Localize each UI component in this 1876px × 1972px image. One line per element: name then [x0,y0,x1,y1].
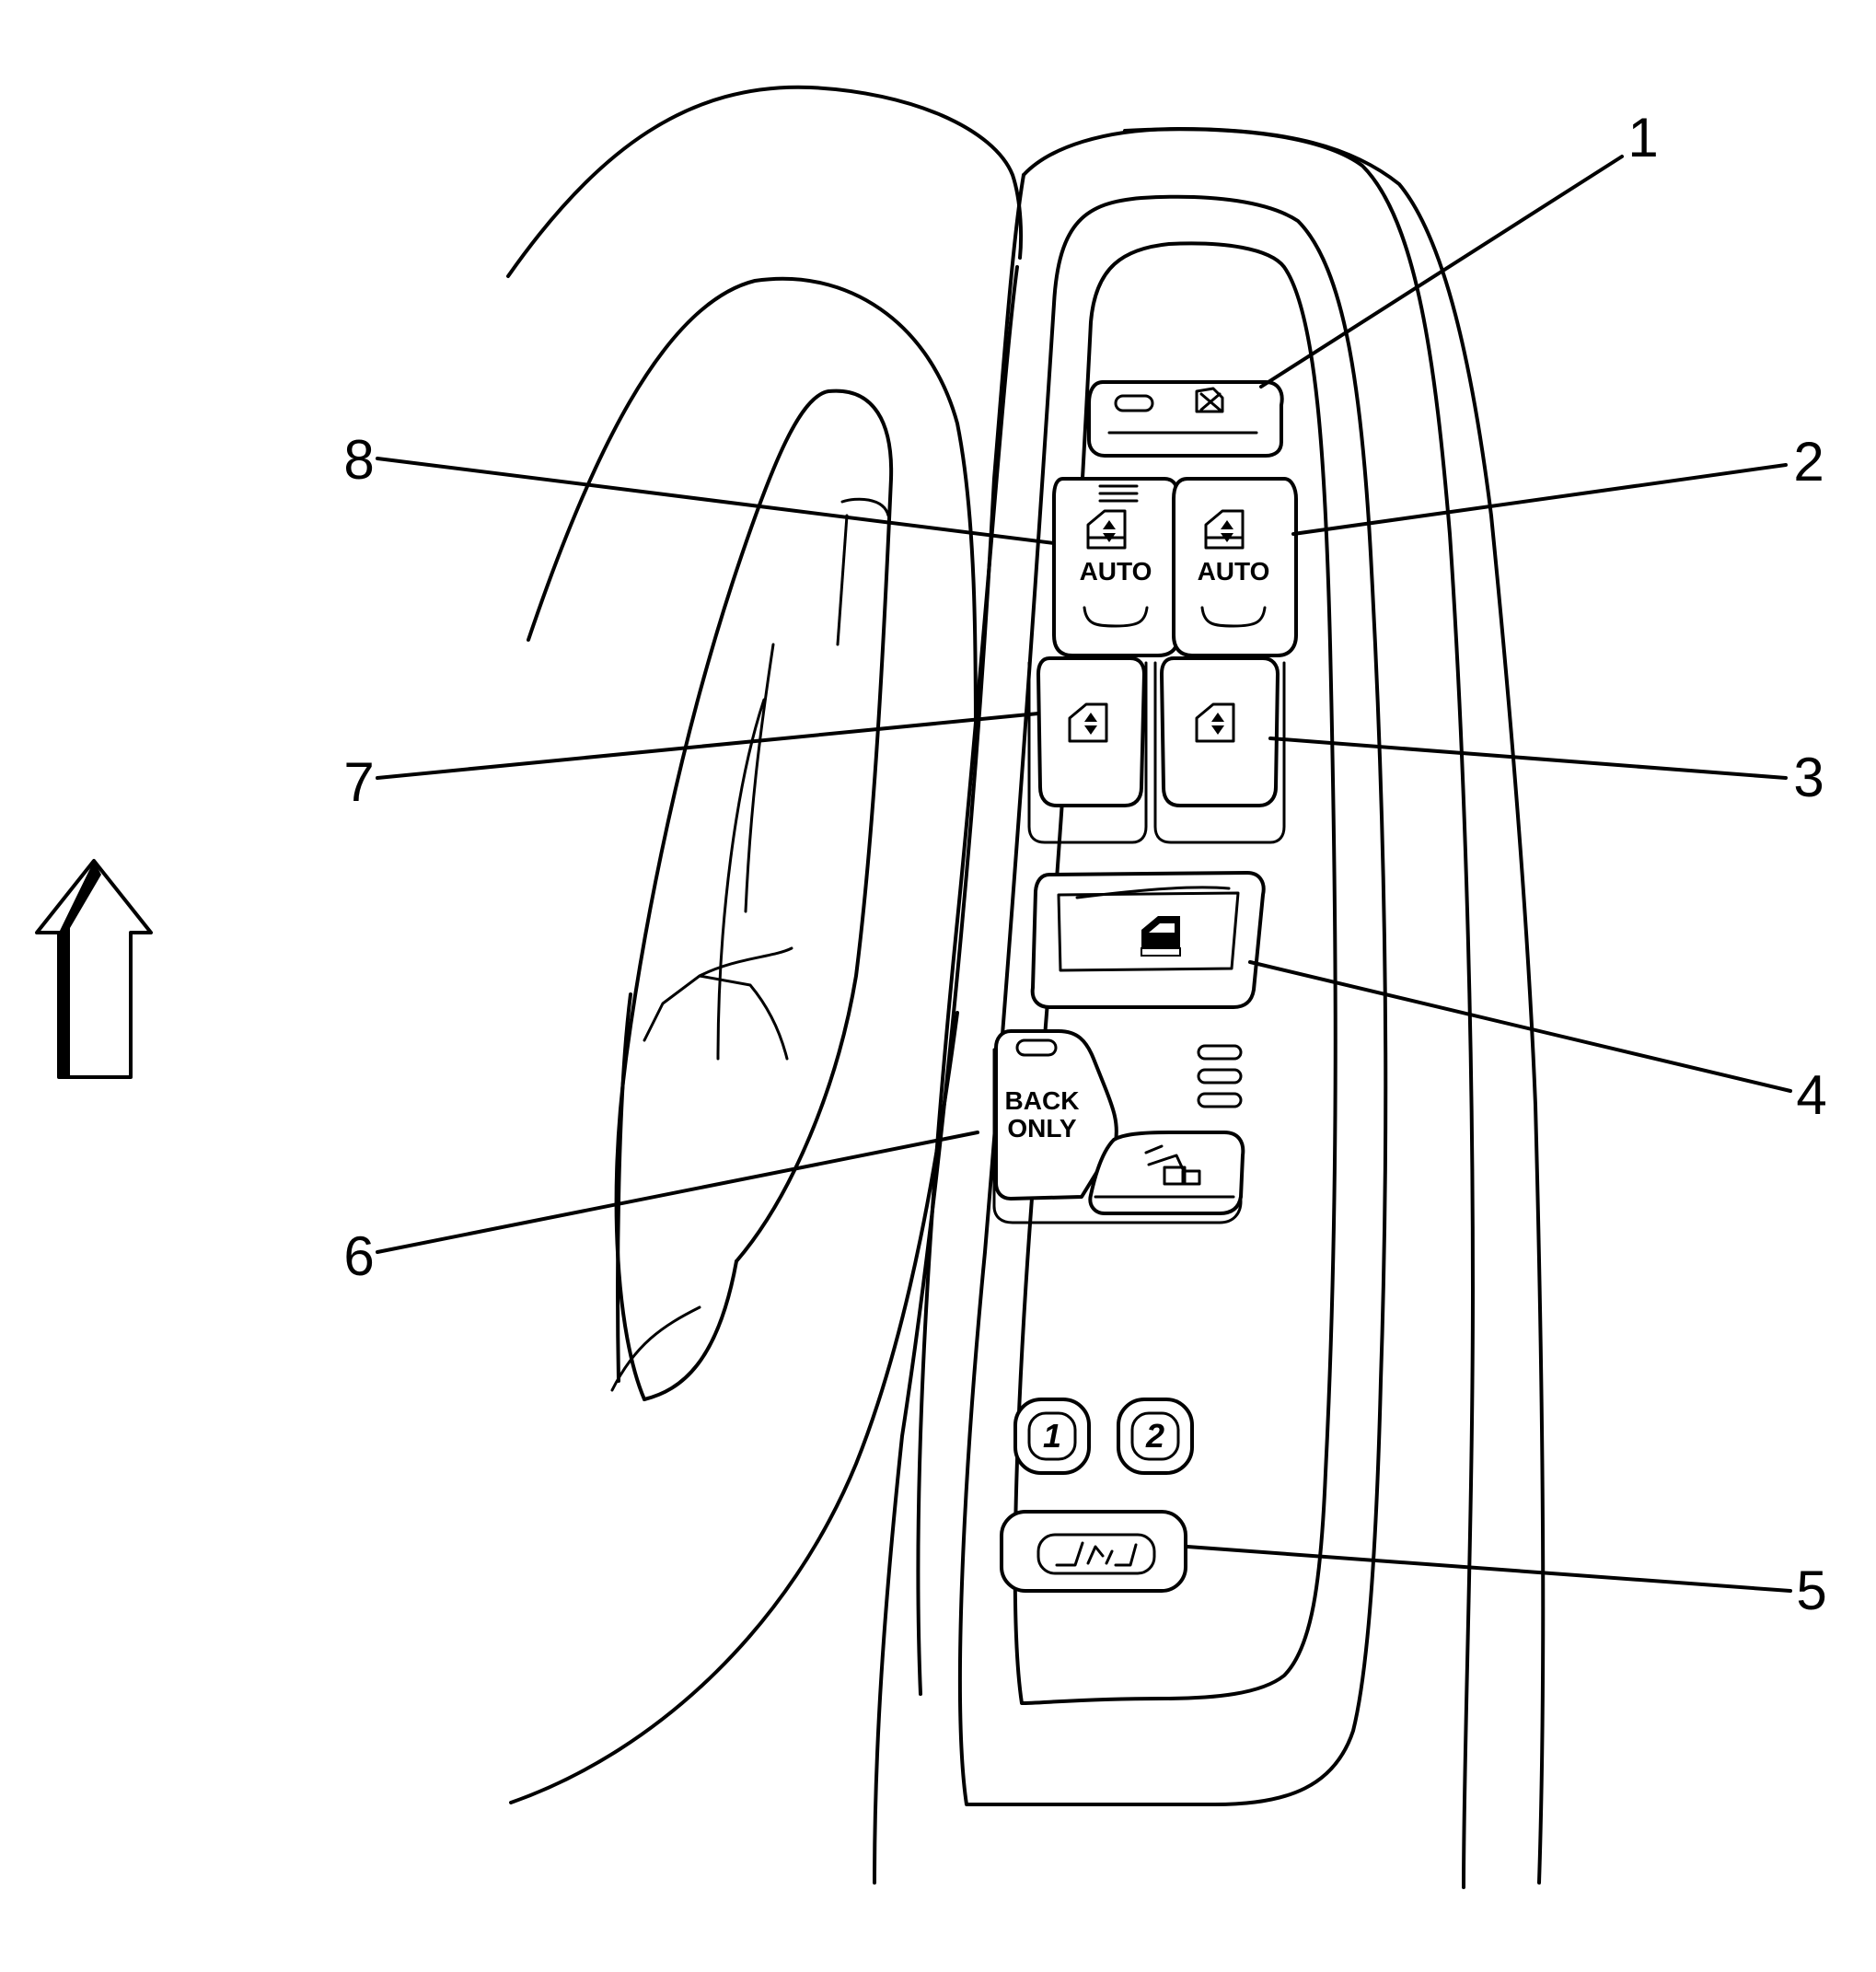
leader-7 [376,712,1040,780]
callout-numbers: 1 2 3 4 5 6 7 8 [343,107,1826,1621]
auto-label: AUTO [1198,557,1270,586]
heat-indicator-1 [1197,1044,1243,1061]
callout-2: 2 [1793,431,1824,493]
right-rear-window-switch[interactable] [1153,656,1286,844]
callout-5: 5 [1796,1560,1826,1621]
leader-5 [1186,1545,1792,1593]
auto-label: AUTO [1080,557,1152,586]
heated-mirror-switch[interactable] [1088,1131,1245,1215]
leader-3 [1268,737,1788,780]
window-switch-icon [1068,702,1108,743]
callout-3: 3 [1793,747,1824,808]
window-lockout-icon [1195,387,1224,413]
back-label: BACK [1005,1086,1080,1115]
leader-1 [1259,155,1624,389]
window-switch-icon [1195,702,1235,743]
leader-2 [1291,463,1788,536]
seat-memory-switch[interactable] [1000,1510,1187,1593]
memory-button-1[interactable]: 1 [1013,1398,1091,1475]
door-lock-icon [1141,916,1181,957]
window-lockout-switch[interactable] [1087,380,1284,458]
heat-indicator-3 [1197,1092,1243,1108]
callout-8: 8 [343,429,374,491]
door-lock-switch[interactable] [1030,871,1266,1009]
driver-window-switch[interactable]: AUTO [1052,477,1180,657]
callout-4: 4 [1796,1064,1826,1126]
heat-indicator-2 [1197,1068,1243,1085]
leader-6 [376,1131,979,1254]
callout-6: 6 [343,1225,374,1287]
only-label: ONLY [1007,1114,1077,1143]
forward-arrow-icon [35,859,153,1079]
leader-lines [376,155,1792,1593]
lockout-indicator-led [1114,394,1154,412]
door-trim-outline [506,85,1024,1804]
memory-1-label: 1 [1043,1417,1061,1455]
mirror-indicator-led [1015,1038,1058,1057]
mirror-icon [1144,1144,1201,1186]
leader-4 [1248,960,1792,1093]
seat-icon [1055,1541,1138,1567]
callout-1: 1 [1627,107,1658,168]
callout-7: 7 [343,751,374,813]
left-rear-window-switch[interactable] [1027,656,1148,844]
leader-8 [376,457,1056,545]
window-switch-icon [1086,509,1127,550]
memory-button-2[interactable]: 2 [1117,1398,1194,1475]
memory-2-label: 2 [1145,1417,1164,1455]
passenger-window-switch[interactable]: AUTO [1172,477,1298,657]
window-switch-icon [1204,509,1245,550]
